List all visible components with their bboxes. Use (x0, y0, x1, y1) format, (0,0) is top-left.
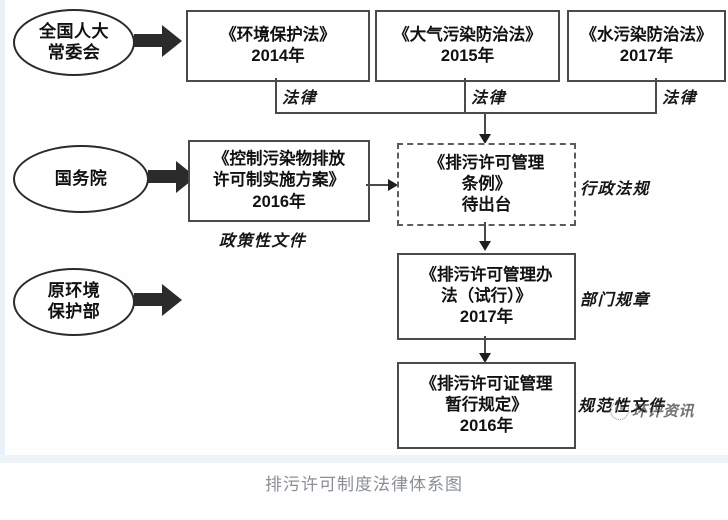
watermark-text: 环评资讯 (632, 404, 695, 420)
document-title-line1: 《控制污染物排放 (213, 150, 345, 169)
law-year: 2015年 (440, 47, 495, 65)
actor-former-mep-label: 原环境 保护部 (48, 281, 101, 322)
document-box-permit-measures[interactable]: 《排污许可管理办 法（试行）》 2017年 (397, 253, 576, 340)
document-status: 待出台 (461, 196, 512, 215)
document-box-interim-provisions[interactable]: 《排污许可证管理 暂行规定》 2016年 (397, 362, 576, 449)
page-edge-tint-left (0, 0, 5, 462)
tier-label-administrative-regulation: 行政法规 (580, 181, 651, 198)
connector-plan-to-regulation (366, 184, 390, 186)
document-title-line1: 《排污许可管理办 (420, 265, 553, 284)
watermark-logo-icon (610, 401, 629, 420)
document-box-text: 《排污许可证管理 暂行规定》 2016年 (421, 374, 553, 437)
connector-bus-to-regulation (484, 112, 486, 136)
document-box-implementation-plan[interactable]: 《控制污染物排放 许可制实施方案》 2016年 (188, 140, 370, 222)
arrow-measures-to-interim (479, 353, 491, 363)
connector-measures-to-interim (484, 336, 486, 356)
block-arrow-shaft (134, 293, 164, 306)
document-box-permit-regulation[interactable]: 《排污许可管理 条例》 待出台 (397, 143, 576, 226)
law-box-air-pollution[interactable]: 《大气污染防治法》 2015年 (375, 10, 560, 82)
law-title: 《水污染防治法》 (580, 25, 713, 44)
document-title-line2: 暂行规定》 (445, 395, 528, 414)
document-box-text: 《排污许可管理办 法（试行）》 2017年 (421, 265, 553, 328)
figure-caption: 排污许可制度法律体系图 (265, 475, 463, 494)
block-arrow-head (162, 25, 182, 57)
document-box-text: 《控制污染物排放 许可制实施方案》 2016年 (213, 149, 345, 212)
actor-former-mep[interactable]: 原环境 保护部 (13, 268, 135, 336)
arrow-bus-to-regulation (479, 134, 491, 144)
law-box-environmental-protection[interactable]: 《环境保护法》 2014年 (186, 10, 370, 82)
tier-label-policy-document: 政策性文件 (219, 233, 307, 250)
connector-laws-bus (275, 112, 657, 114)
law-year: 2017年 (619, 47, 674, 65)
arrow-regulation-to-measures (479, 241, 491, 251)
law-year: 2014年 (251, 47, 305, 65)
block-arrow-mep-to-measures (134, 284, 184, 316)
connector-regulation-to-measures (484, 222, 486, 243)
law-title: 《环境保护法》 (220, 25, 336, 44)
document-title-line2: 许可制实施方案》 (213, 171, 345, 190)
document-year: 2016年 (252, 192, 306, 211)
document-year: 2016年 (459, 417, 514, 436)
document-title-line2: 法（试行）》 (441, 286, 532, 305)
law-box-text: 《环境保护法》 2014年 (220, 25, 336, 67)
document-year: 2017年 (459, 308, 514, 327)
tier-label-department-rule: 部门规章 (580, 292, 651, 309)
actor-state-council-label: 国务院 (54, 168, 108, 188)
legal-system-diagram: 全国人大 常委会 《环境保护法》 2014年 《大气污染防治法》 2015年 《… (13, 9, 726, 449)
actor-former-mep-label-line2: 保护部 (47, 302, 101, 321)
actor-npc-label: 全国人大 常委会 (39, 22, 109, 63)
page-edge-tint-bottom (0, 455, 728, 463)
document-title-line1: 《排污许可证管理 (420, 374, 553, 393)
law-box-water-pollution[interactable]: 《水污染防治法》 2017年 (567, 10, 726, 82)
document-box-text: 《排污许可管理 条例》 待出台 (429, 153, 545, 216)
law-box-text: 《水污染防治法》 2017年 (581, 25, 713, 67)
block-arrow-npc-to-laws (134, 25, 184, 57)
connector-law2-stem (464, 78, 466, 114)
watermark-logo-and-text: 环评资讯 (610, 400, 694, 421)
actor-former-mep-label-line1: 原环境 (47, 281, 101, 301)
tier-label-law-1: 法律 (282, 90, 318, 107)
connector-law3-stem (655, 78, 657, 114)
block-arrow-shaft (148, 170, 178, 183)
tier-label-law-3: 法律 (662, 90, 698, 107)
law-box-text: 《大气污染防治法》 2015年 (393, 25, 542, 67)
arrow-plan-to-regulation (388, 179, 398, 191)
document-title-line1: 《排污许可管理 (428, 153, 545, 172)
tier-label-law-2: 法律 (471, 90, 507, 107)
actor-state-council[interactable]: 国务院 (13, 145, 149, 213)
document-title-line2: 条例》 (461, 174, 512, 193)
block-arrow-shaft (134, 34, 164, 47)
block-arrow-head (162, 284, 182, 316)
connector-law1-stem (275, 78, 277, 114)
law-title: 《大气污染防治法》 (393, 25, 542, 44)
actor-npc-label-line2: 常委会 (47, 42, 101, 62)
actor-npc-standing-committee[interactable]: 全国人大 常委会 (13, 9, 135, 76)
actor-npc-label-line1: 全国人大 (39, 21, 109, 41)
